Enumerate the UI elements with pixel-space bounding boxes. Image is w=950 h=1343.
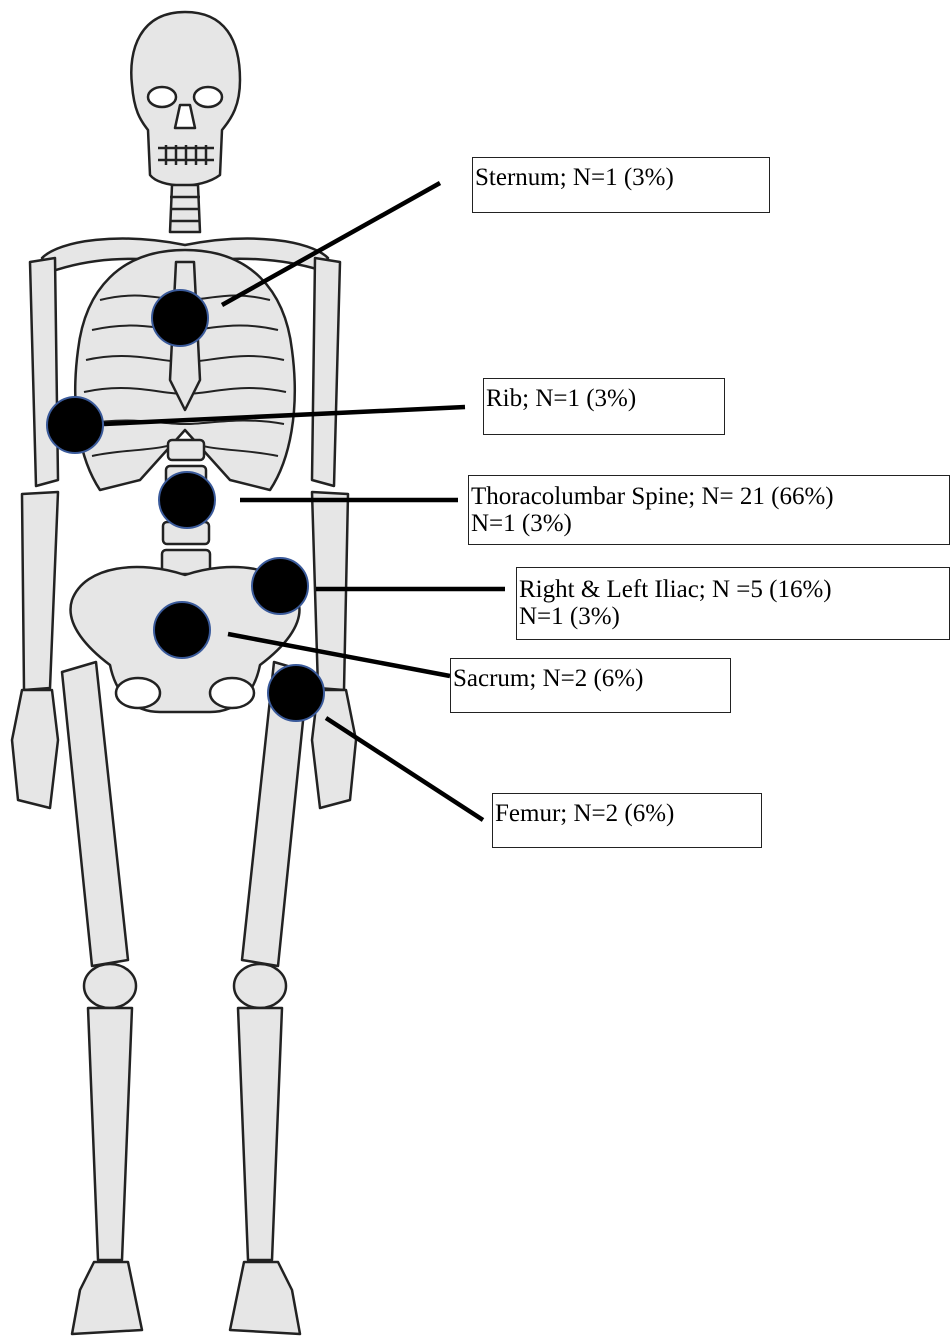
label-rib-text: Rib; N=1 (3%) — [486, 385, 636, 412]
tibia-left — [88, 1008, 132, 1260]
label-thoracolumbar-spine-subtext: N=1 (3%) — [471, 510, 949, 537]
label-iliac-text: Right & Left Iliac; N =5 (16%) — [519, 576, 832, 603]
patella-left — [84, 964, 136, 1008]
label-sacrum-text: Sacrum; N=2 (6%) — [453, 665, 643, 692]
hand-left — [12, 690, 58, 808]
lesion-marker-iliac — [252, 558, 308, 614]
patella-right — [234, 964, 286, 1008]
label-sternum-text: Sternum; N=1 (3%) — [475, 164, 674, 191]
lesion-marker-rib — [47, 397, 103, 453]
femur-left — [62, 662, 128, 966]
humerus-left — [30, 258, 58, 486]
label-rib: Rib; N=1 (3%) — [483, 378, 725, 435]
label-femur: Femur; N=2 (6%) — [492, 793, 762, 848]
forearm-left — [22, 492, 58, 690]
lesion-marker-femur — [268, 665, 324, 721]
eye-socket-left — [148, 87, 176, 107]
label-iliac: Right & Left Iliac; N =5 (16%) N=1 (3%) — [516, 567, 950, 640]
humerus-right — [312, 258, 340, 486]
eye-socket-right — [194, 87, 222, 107]
lesion-marker-sternum — [152, 290, 208, 346]
nasal-cavity — [175, 105, 195, 128]
label-thoracolumbar-spine: Thoracolumbar Spine; N= 21 (66%) N=1 (3%… — [468, 475, 950, 545]
label-sacrum: Sacrum; N=2 (6%) — [450, 658, 731, 713]
foot-right — [230, 1262, 300, 1334]
teeth — [158, 145, 214, 165]
lesion-marker-thoracolumbar — [159, 472, 215, 528]
label-sternum: Sternum; N=1 (3%) — [472, 157, 770, 213]
label-thoracolumbar-spine-text: Thoracolumbar Spine; N= 21 (66%) — [471, 483, 834, 510]
lesion-marker-sacrum — [154, 602, 210, 658]
label-iliac-subtext: N=1 (3%) — [519, 603, 949, 630]
tibia-right — [238, 1008, 282, 1260]
foot-left — [72, 1262, 142, 1334]
label-femur-text: Femur; N=2 (6%) — [495, 800, 674, 827]
